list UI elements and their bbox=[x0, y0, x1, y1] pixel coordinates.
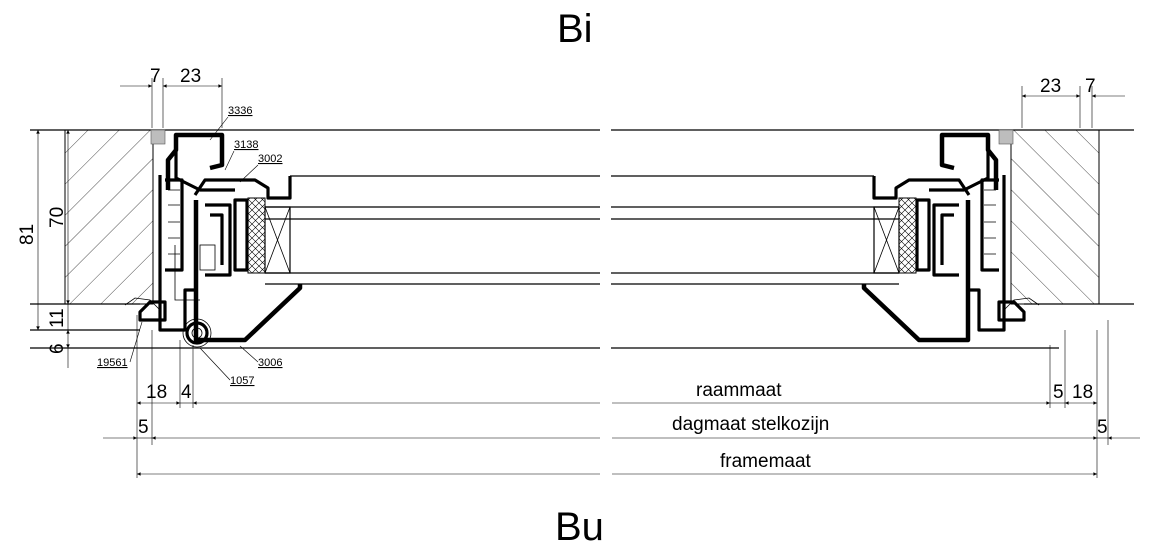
dim-top-right-7: 7 bbox=[1085, 76, 1096, 97]
dim-top-left-23: 23 bbox=[180, 66, 201, 87]
part-3138: 3138 bbox=[234, 139, 258, 151]
dim-bottom-left-18: 18 bbox=[146, 382, 167, 403]
measure-raammaat: raammaat bbox=[696, 380, 782, 401]
measure-framemaat: framemaat bbox=[720, 451, 812, 472]
vertical-dimensions: 81 70 11 6 bbox=[17, 130, 70, 368]
dim-left-offset-5: 5 bbox=[138, 417, 149, 438]
left-section bbox=[30, 129, 600, 349]
measure-dagmaat: dagmaat stelkozijn bbox=[672, 414, 829, 435]
part-3006: 3006 bbox=[258, 357, 282, 369]
dim-height-81: 81 bbox=[17, 224, 38, 245]
dim-bottom-right-5: 5 bbox=[1053, 382, 1064, 403]
top-dimensions: 7 23 23 7 bbox=[120, 66, 1125, 128]
left-sash-profile bbox=[193, 200, 303, 343]
dim-top-left-7: 7 bbox=[150, 66, 161, 87]
part-labels: 3336 3138 3002 3006 1057 19561 bbox=[97, 105, 282, 387]
part-3002: 3002 bbox=[258, 153, 282, 165]
left-frame-profile bbox=[165, 132, 225, 190]
dim-height-11: 11 bbox=[47, 308, 68, 328]
dim-bottom-right-18: 18 bbox=[1072, 382, 1093, 403]
right-section bbox=[611, 129, 1134, 349]
part-1057: 1057 bbox=[230, 375, 254, 387]
part-19561: 19561 bbox=[97, 357, 128, 369]
left-wood-wall bbox=[64, 129, 154, 305]
dim-height-70: 70 bbox=[47, 207, 68, 228]
outside-label: Bu bbox=[555, 505, 604, 546]
dim-right-offset-5: 5 bbox=[1097, 417, 1108, 438]
dim-height-6: 6 bbox=[47, 343, 68, 354]
bottom-dimensions: 18 4 raammaat 5 18 5 dagmaat stelkozijn … bbox=[103, 315, 1140, 478]
inside-label: Bi bbox=[557, 7, 593, 51]
part-3336: 3336 bbox=[228, 105, 252, 117]
dim-bottom-left-4: 4 bbox=[181, 382, 192, 403]
dim-top-right-23: 23 bbox=[1040, 76, 1061, 97]
